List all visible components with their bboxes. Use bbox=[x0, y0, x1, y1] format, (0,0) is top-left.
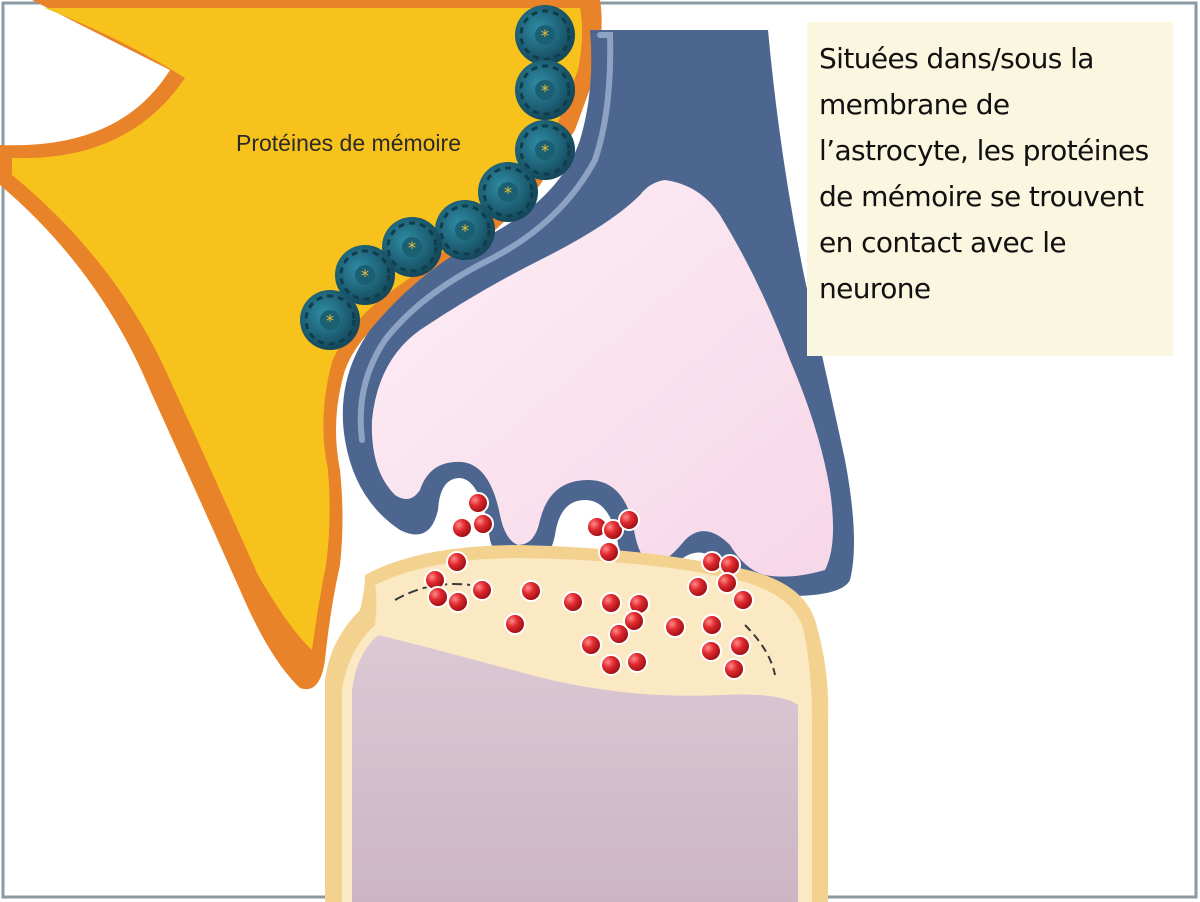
svg-text:*: * bbox=[541, 141, 549, 160]
neurotransmitter-icon bbox=[598, 541, 620, 563]
neurotransmitter-icon bbox=[446, 551, 468, 573]
neurotransmitter-icon bbox=[600, 592, 622, 614]
svg-text:*: * bbox=[461, 221, 469, 240]
neurotransmitter-icon bbox=[504, 613, 526, 635]
protein-icon: * bbox=[515, 60, 575, 120]
neurotransmitter-icon bbox=[701, 551, 723, 573]
protein-icon: * bbox=[300, 290, 360, 350]
postsynaptic-density-line-2 bbox=[744, 624, 776, 676]
svg-text:*: * bbox=[408, 238, 416, 257]
caption-box: Situées dans/sous la membrane de l’astro… bbox=[807, 22, 1173, 356]
neurotransmitter-icon bbox=[580, 634, 602, 656]
postsynaptic-body bbox=[352, 635, 798, 902]
presynaptic-terminal bbox=[342, 30, 854, 596]
neurotransmitters bbox=[424, 492, 754, 680]
svg-text:*: * bbox=[504, 183, 512, 202]
svg-text:*: * bbox=[326, 311, 334, 330]
neurotransmitter-icon bbox=[623, 610, 645, 632]
neurotransmitter-icon bbox=[664, 616, 686, 638]
neurotransmitter-icon bbox=[701, 614, 723, 636]
presynaptic-interior bbox=[371, 180, 834, 577]
astrocyte bbox=[0, 0, 602, 690]
neurotransmitter-icon bbox=[618, 509, 640, 531]
neurotransmitter-icon bbox=[451, 517, 473, 539]
neurotransmitter-icon bbox=[608, 623, 630, 645]
neurotransmitter-icon bbox=[626, 651, 648, 673]
neurotransmitter-icon bbox=[729, 635, 751, 657]
neurotransmitter-icon bbox=[700, 640, 722, 662]
neurotransmitter-icon bbox=[716, 572, 738, 594]
neurotransmitter-icon bbox=[467, 492, 489, 514]
neurotransmitter-icon bbox=[687, 576, 709, 598]
neurotransmitter-icon bbox=[447, 591, 469, 613]
neurotransmitter-icon bbox=[600, 654, 622, 676]
memory-proteins-label: Protéines de mémoire bbox=[236, 130, 461, 156]
memory-proteins: * * * * * * * bbox=[300, 5, 575, 350]
protein-icon: * bbox=[515, 5, 575, 65]
protein-icon: * bbox=[335, 245, 395, 305]
neurotransmitter-icon bbox=[732, 589, 754, 611]
presynaptic-membrane-highlight bbox=[357, 32, 614, 443]
protein-icon: * bbox=[435, 200, 495, 260]
svg-text:*: * bbox=[541, 26, 549, 45]
svg-text:*: * bbox=[361, 266, 369, 285]
neurotransmitter-icon bbox=[471, 579, 493, 601]
neurotransmitter-icon bbox=[602, 519, 624, 541]
caption-text: Situées dans/sous la membrane de l’astro… bbox=[819, 42, 1149, 305]
neurotransmitter-icon bbox=[562, 591, 584, 613]
astrocyte-body bbox=[12, 8, 583, 650]
svg-text:*: * bbox=[541, 81, 549, 100]
neurotransmitter-icon bbox=[427, 586, 449, 608]
protein-icon: * bbox=[515, 120, 575, 180]
protein-icon: * bbox=[382, 217, 442, 277]
neurotransmitter-icon bbox=[723, 658, 745, 680]
neurotransmitter-icon bbox=[472, 513, 494, 535]
postsynaptic-neuron bbox=[325, 545, 829, 902]
neurotransmitter-icon bbox=[520, 580, 542, 602]
neurotransmitter-icon bbox=[719, 554, 741, 576]
protein-icon: * bbox=[478, 162, 538, 222]
